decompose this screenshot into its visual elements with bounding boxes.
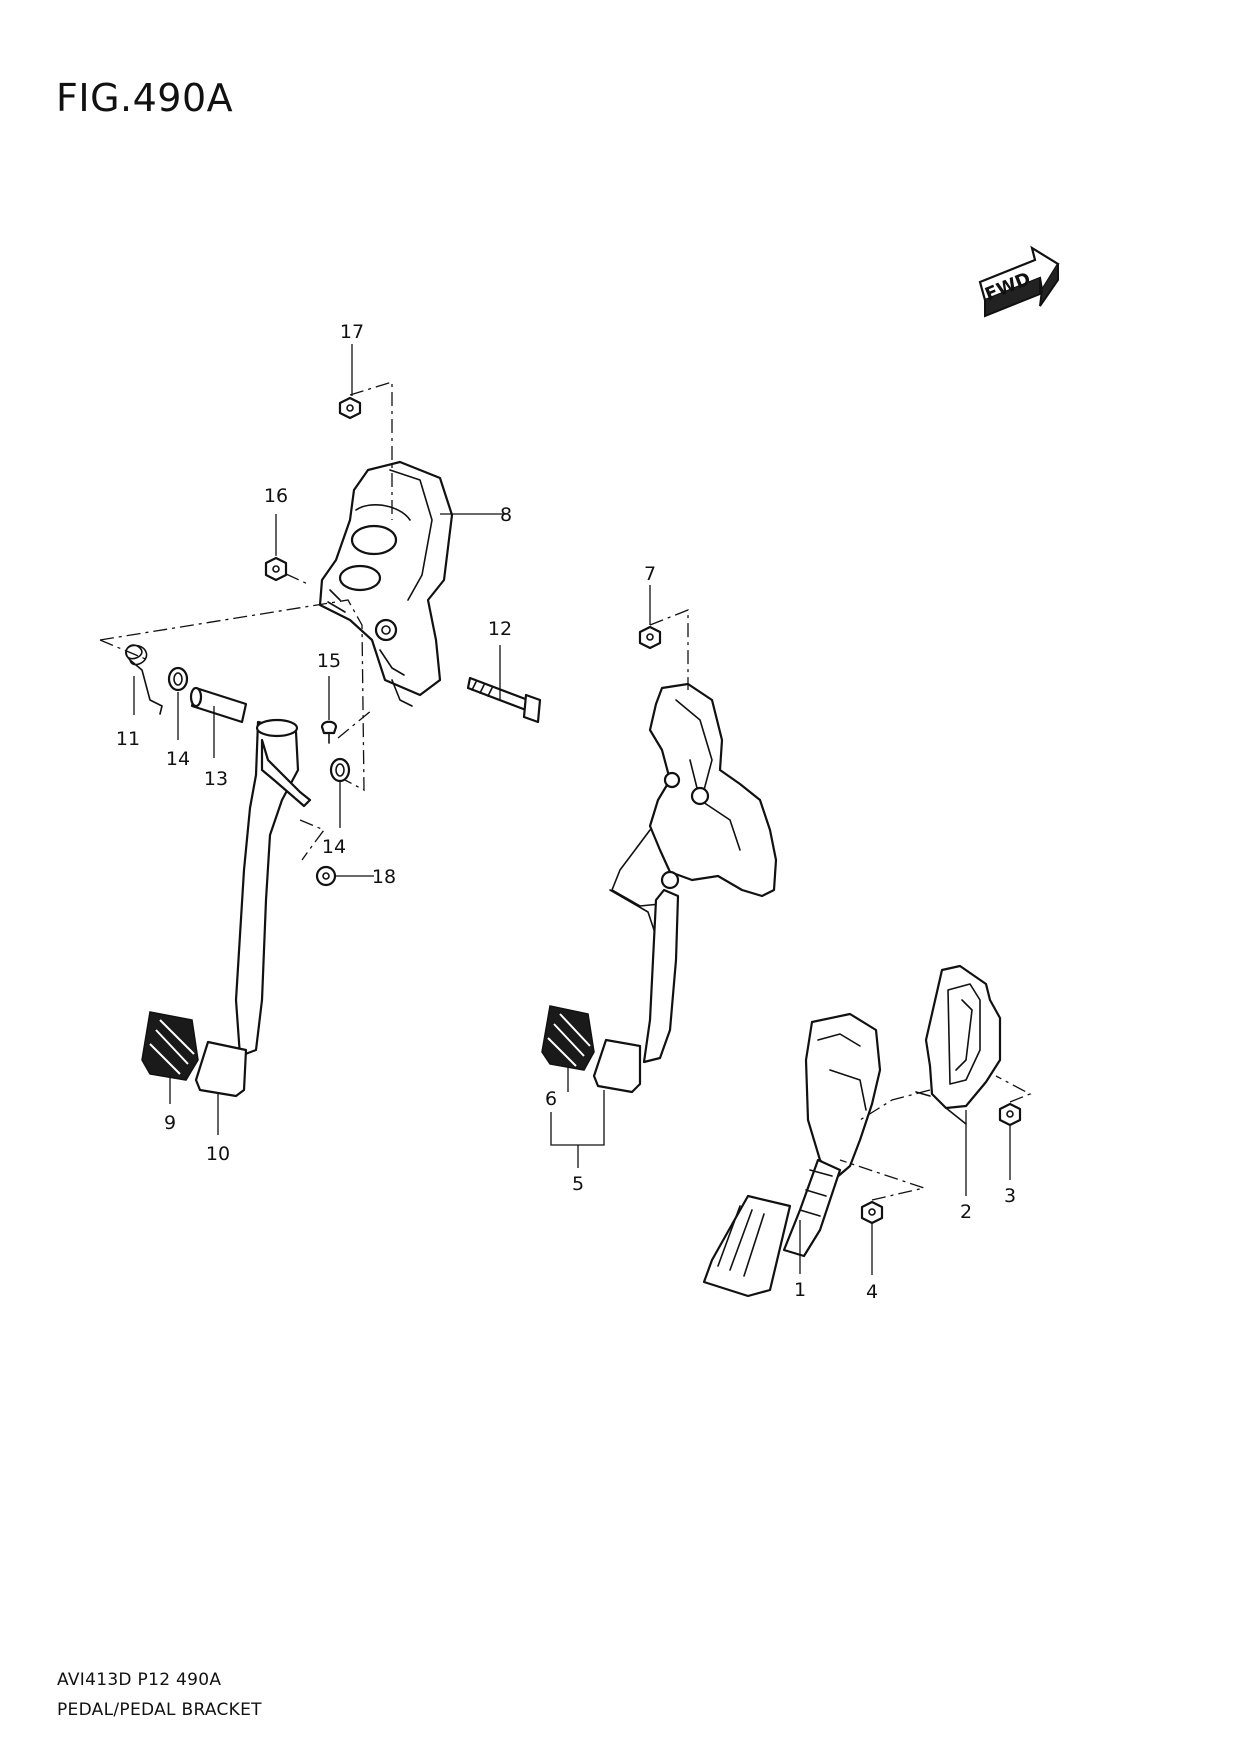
callout-10: 10 [206,1143,230,1165]
callout-3: 3 [1004,1185,1016,1207]
callout-17: 17 [340,321,364,343]
part-15-bolt [320,720,338,744]
callout-18: 18 [372,866,396,888]
footer-diagram-code: AVI413D P12 490A [57,1670,222,1690]
callout-12: 12 [488,618,512,640]
part-6-brake-pedal-pad [541,1005,595,1071]
part-14-bushing-left [167,666,189,692]
footer-diagram-name: PEDAL/PEDAL BRACKET [57,1700,262,1720]
callout-8: 8 [500,504,512,526]
callout-9: 9 [164,1112,176,1134]
part-8-clutch-bracket [318,460,454,707]
part-18-clip [315,865,337,887]
callout-14-right: 14 [322,836,346,858]
part-9-pedal-pad [141,1011,199,1081]
part-4-nut [860,1200,884,1225]
callout-6: 6 [545,1088,557,1110]
callout-5: 5 [572,1173,584,1195]
callout-11: 11 [116,728,140,750]
part-10-clutch-pedal-arm [194,718,312,1098]
part-13-pedal-shaft [189,686,248,724]
callout-15: 15 [317,650,341,672]
part-5-brake-pedal-assembly [592,682,778,1094]
figure-title: FIG.490A [56,76,234,120]
callout-14-left: 14 [166,748,190,770]
callout-2: 2 [960,1201,972,1223]
leader-lines [133,344,1011,1275]
part-14-bushing-right [329,757,351,783]
part-7-nut [638,625,662,650]
part-12-bolt [466,676,542,724]
callout-1: 1 [794,1279,806,1301]
part-11-return-spring [125,644,163,715]
part-17-nut [338,396,362,420]
fwd-arrow-icon: FWD [978,245,1060,318]
part-16-nut [264,556,288,582]
part-2-accelerator-bracket [915,964,1002,1125]
callout-4: 4 [866,1281,878,1303]
callout-7: 7 [644,563,656,585]
part-1-accelerator-pedal [702,1012,882,1298]
callout-16: 16 [264,485,288,507]
callout-13: 13 [204,768,228,790]
part-3-nut [998,1102,1022,1127]
assembly-guide-lines [99,381,1032,1201]
